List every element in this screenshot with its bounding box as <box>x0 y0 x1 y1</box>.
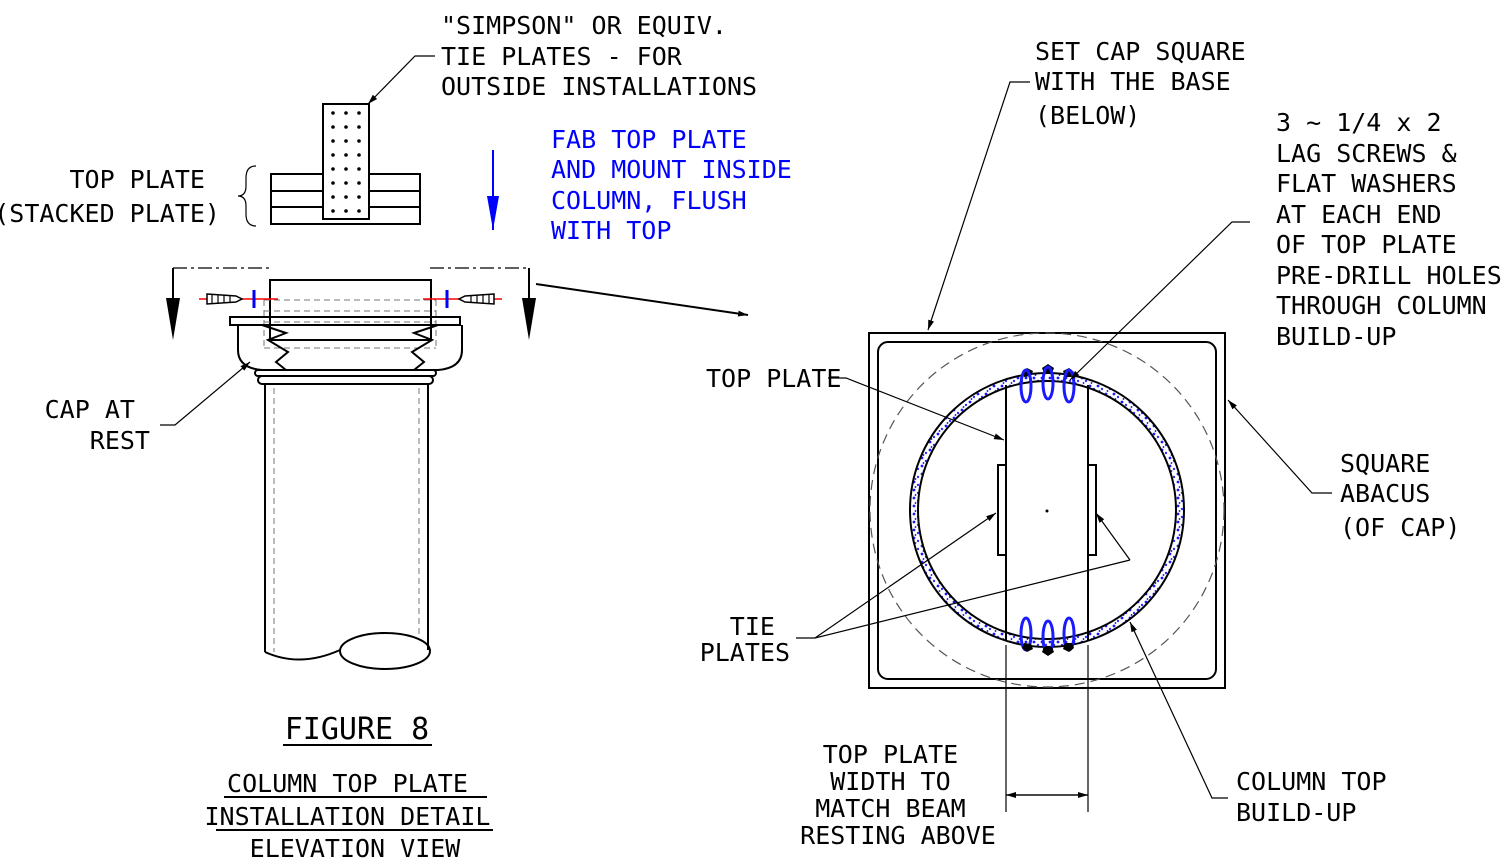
top-plate-plan-label: TOP PLATE <box>706 364 841 393</box>
square-abacus-inner <box>877 341 1217 680</box>
tie-plate-left <box>997 464 1007 556</box>
top-plate-width-dimension <box>1005 645 1089 812</box>
column-buildup-ring <box>910 373 1184 647</box>
plan-view: SET CAP SQUARE WITH THE BASE (BELOW) 3 ~… <box>700 37 1507 850</box>
tie-plates-label: TIE PLATES <box>700 612 790 667</box>
set-cap-square-label: SET CAP SQUARE WITH THE BASE (BELOW) <box>1035 37 1261 130</box>
fab-top-plate-note: FAB TOP PLATE AND MOUNT INSIDE COLUMN, F… <box>551 125 807 245</box>
simpson-leader <box>367 55 435 105</box>
top-plate-width-label: TOP PLATE WIDTH TO MATCH BEAM RESTING AB… <box>800 740 996 850</box>
lag-screw-left <box>199 290 278 308</box>
column-top-buildup-label: COLUMN TOP BUILD-UP <box>1236 767 1402 827</box>
simpson-label: "SIMPSON" OR EQUIV. TIE PLATES - FOR OUT… <box>441 11 757 101</box>
top-plate-stacked-label: TOP PLATE (STACKED PLATE) <box>0 165 220 228</box>
section-cut-line <box>166 267 536 340</box>
square-abacus-label: SQUARE ABACUS (OF CAP) <box>1340 449 1460 542</box>
top-plate-brace <box>237 165 257 227</box>
section-to-plan-arrow <box>535 283 749 317</box>
lag-screw-right <box>423 290 502 308</box>
lag-screws-top <box>1019 364 1076 404</box>
tie-plate-right <box>1087 464 1097 556</box>
top-plate-plan-leader <box>828 377 1005 441</box>
figure-title: FIGURE 8 <box>285 712 430 747</box>
cap-at-rest-leader <box>160 361 251 426</box>
lag-screws-leader <box>1069 221 1250 381</box>
figure-subtitle: COLUMN TOP PLATE INSTALLATION DETAIL ELE… <box>204 769 505 861</box>
cap-at-rest-label: CAP AT REST <box>45 395 150 455</box>
lag-screws-bottom <box>1019 616 1076 656</box>
lag-screws-label: 3 ~ 1/4 x 2 LAG SCREWS & FLAT WASHERS AT… <box>1276 108 1507 351</box>
cap-dashed-circle <box>869 332 1225 688</box>
set-cap-square-leader <box>927 81 1030 331</box>
column-buildup-elevation <box>263 279 437 349</box>
simpson-tie-plate <box>322 103 370 220</box>
elevation-view: "SIMPSON" OR EQUIV. TIE PLATES - FOR OUT… <box>0 11 807 861</box>
column-cap-elevation <box>229 316 463 385</box>
square-abacus-leader <box>1227 399 1332 494</box>
column-shaft <box>264 384 431 670</box>
column-top-buildup-leader <box>1129 621 1228 799</box>
